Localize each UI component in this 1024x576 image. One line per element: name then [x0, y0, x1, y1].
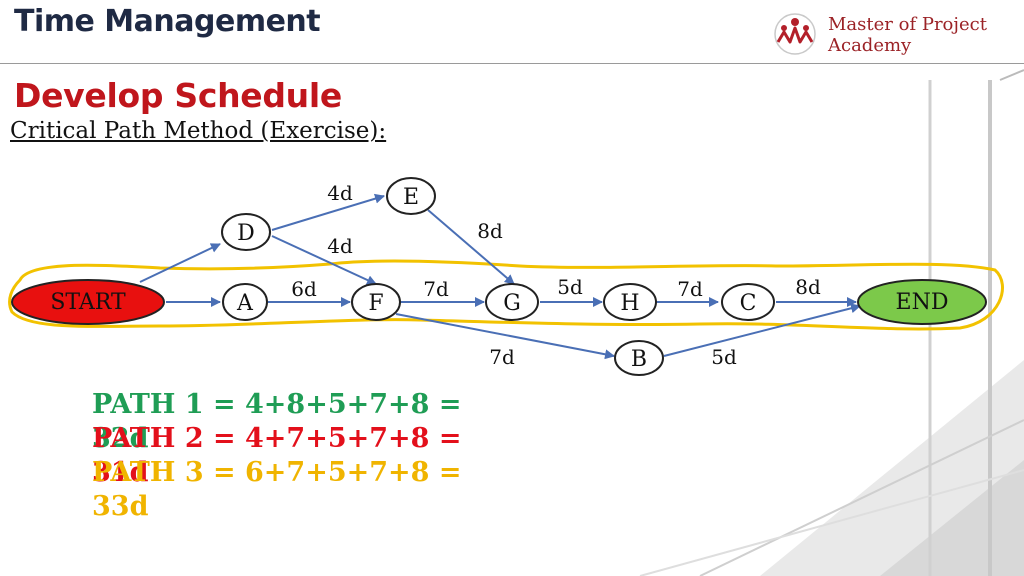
- edge-label-d-f: 4d: [327, 234, 353, 258]
- node-f-label: F: [368, 291, 383, 316]
- edge-label-b-end: 5d: [711, 345, 737, 369]
- edge-d-e: [271, 193, 385, 231]
- node-end-label: END: [896, 290, 949, 315]
- edge-label-f-b: 7d: [489, 345, 515, 369]
- logo-text: Master of Project Academy: [828, 14, 987, 56]
- edge-label-a-f: 6d: [291, 277, 317, 301]
- edge-d-f: [271, 235, 377, 285]
- edge-label-e-g: 8d: [477, 219, 503, 243]
- node-c-label: C: [740, 291, 757, 316]
- path-1-result: 32d: [92, 423, 149, 454]
- edge-e-g: [427, 209, 515, 285]
- path-2-result: 31d: [92, 457, 149, 488]
- node-h: H: [603, 283, 657, 321]
- logo-line-1: Master of Project: [828, 14, 987, 35]
- node-d: D: [221, 213, 271, 251]
- node-end: END: [857, 279, 987, 325]
- path-2-formula: PATH 2 = 4+7+5+7+8 =: [92, 423, 462, 454]
- edge-label-f-g: 7d: [423, 277, 449, 301]
- edge-label-d-e: 4d: [327, 181, 353, 205]
- path-1-formula: PATH 1 = 4+8+5+7+8 =: [92, 389, 462, 420]
- node-e-label: E: [403, 185, 419, 210]
- node-g: G: [485, 283, 539, 321]
- node-a: A: [222, 283, 268, 321]
- edge-label-h-c: 7d: [677, 277, 703, 301]
- path-3-result: 33d: [92, 491, 149, 522]
- node-b-label: B: [631, 347, 647, 372]
- header-bar: Time Management Master of Project Academ…: [0, 0, 1024, 64]
- edge-label-c-end: 8d: [795, 275, 821, 299]
- path-3-formula: PATH 3 = 6+7+5+7+8 =: [92, 457, 462, 488]
- logo-icon: [774, 13, 816, 55]
- node-g-label: G: [503, 291, 521, 316]
- node-e: E: [386, 177, 436, 215]
- node-f: F: [351, 283, 401, 321]
- slide-title: Develop Schedule: [14, 76, 342, 115]
- node-c: C: [721, 283, 775, 321]
- network-diagram: START A D E F G H C B END 4d 4d 8d 6d 7d…: [8, 177, 1004, 376]
- critical-path-highlight: [8, 259, 1004, 331]
- brand-logo: Master of Project Academy: [770, 10, 1020, 58]
- node-d-label: D: [237, 221, 255, 246]
- header-title: Time Management: [14, 4, 321, 39]
- edge-label-g-h: 5d: [557, 275, 583, 299]
- node-b: B: [614, 340, 664, 376]
- path-calculations: PATH 1 = 4+8+5+7+8 = 32d PATH 2 = 4+7+5+…: [92, 390, 492, 540]
- slide-subtitle: Critical Path Method (Exercise):: [10, 118, 387, 144]
- node-start-label: START: [50, 290, 126, 315]
- node-a-label: A: [236, 291, 254, 316]
- logo-line-2: Academy: [828, 35, 912, 56]
- node-start: START: [11, 279, 165, 325]
- header-divider: [0, 63, 1024, 64]
- edge-start-d: [139, 243, 221, 283]
- edge-b-end: [663, 303, 861, 357]
- node-h-label: H: [620, 291, 639, 316]
- edge-f-b: [395, 313, 615, 360]
